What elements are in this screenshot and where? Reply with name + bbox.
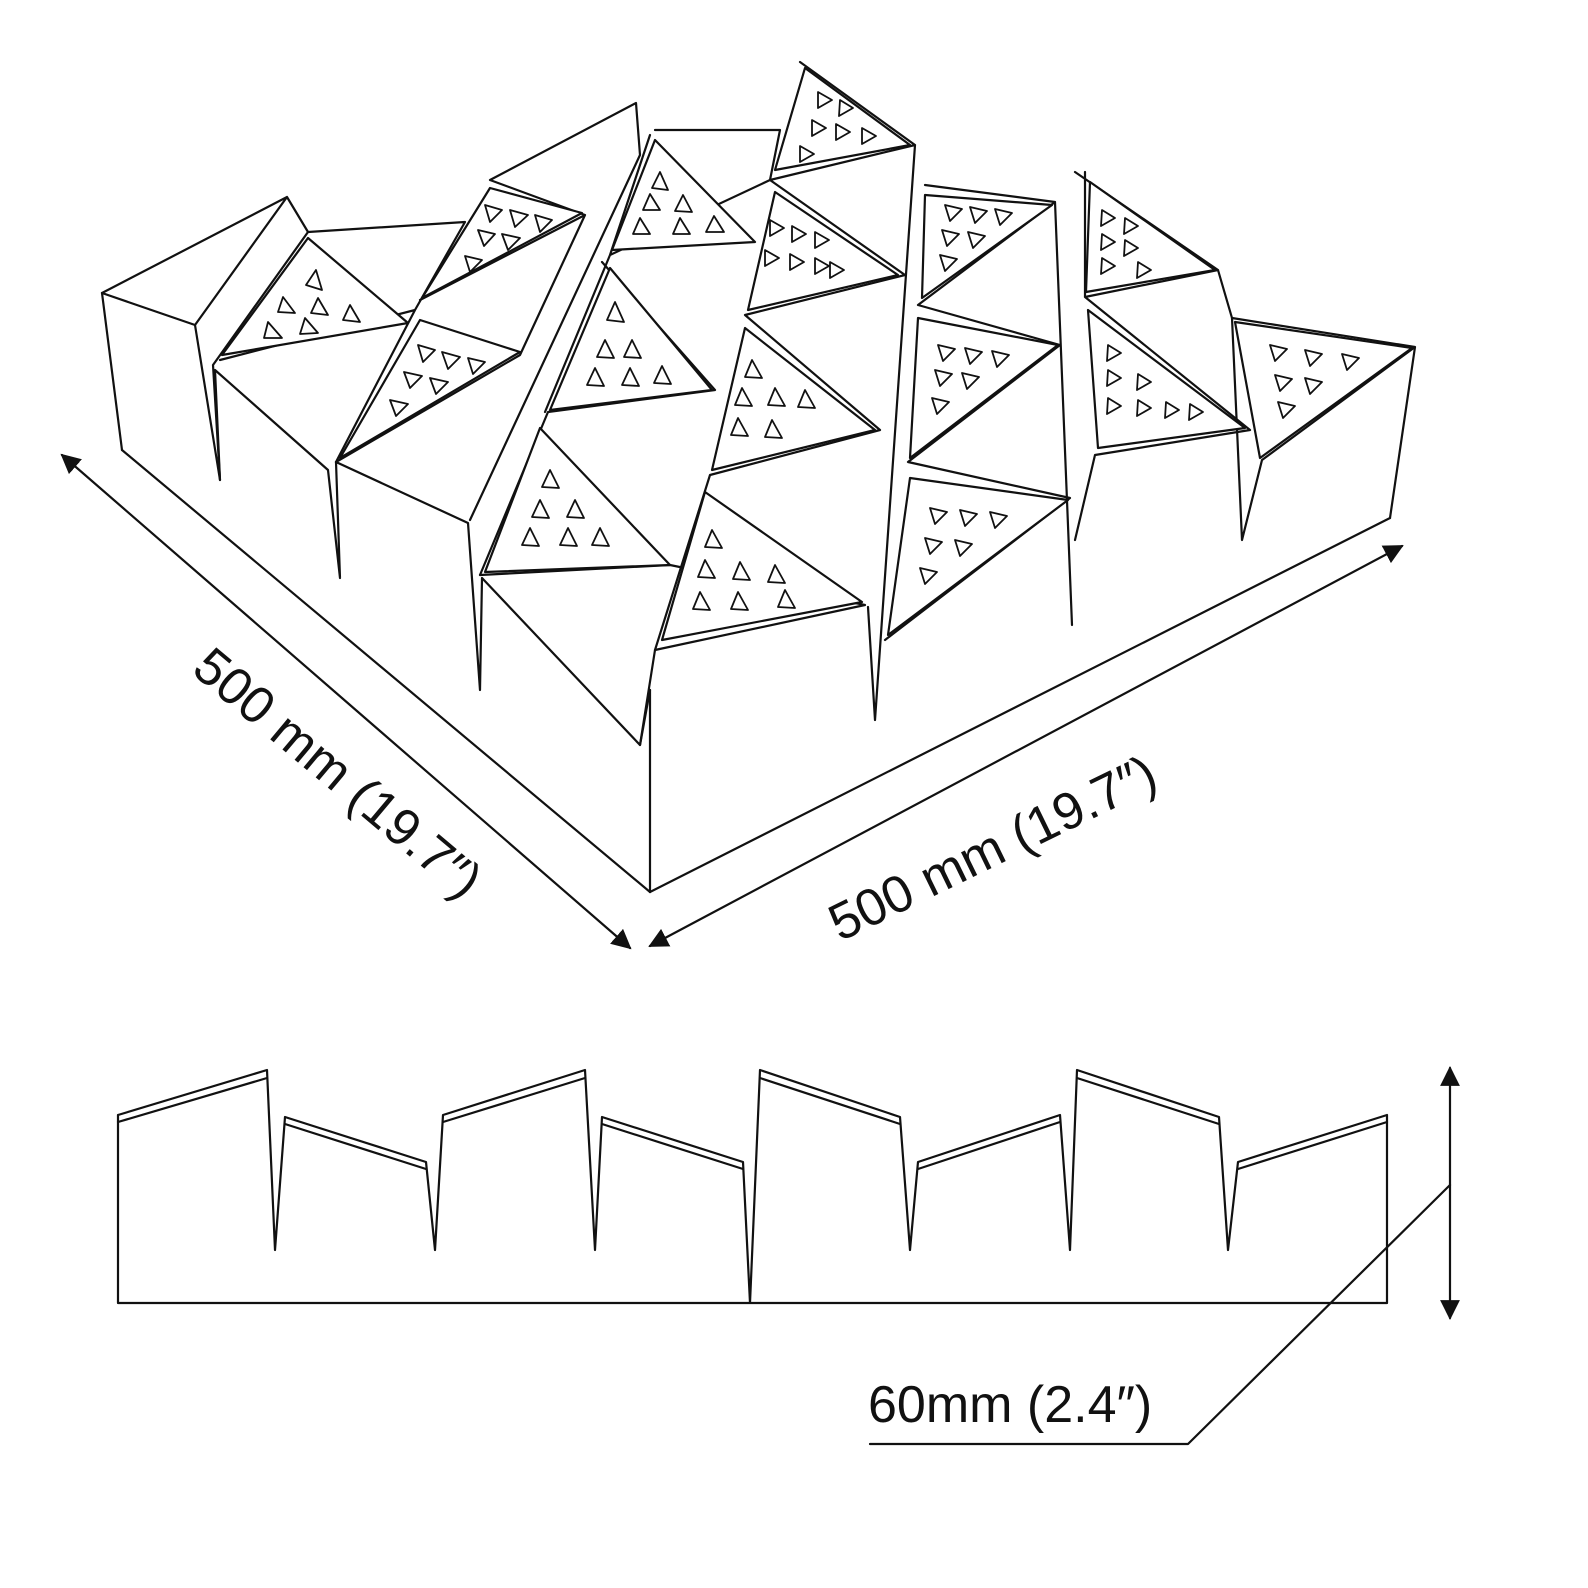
perforated-face-1	[220, 236, 410, 357]
left-dimension-arrow	[60, 453, 632, 950]
perforated-face-6	[548, 266, 714, 412]
right-side-wall	[1230, 316, 1417, 542]
perforated-face-4	[610, 138, 757, 252]
perforated-face-3	[338, 318, 522, 460]
perforated-face-14	[1084, 180, 1217, 294]
left-dimension-label: 500 mm (19.7″)	[182, 637, 492, 911]
right-dimension-arrow	[648, 544, 1404, 948]
perforated-face-9	[483, 426, 672, 574]
right-dimension-label: 500 mm (19.7″)	[820, 744, 1166, 952]
thickness-dimension-label: 60mm (2.4″)	[868, 1376, 1152, 1434]
perforated-face-15	[1086, 308, 1247, 450]
profile-outline	[116, 1068, 1389, 1305]
perforated-face-10	[660, 490, 864, 642]
perforated-face-8	[710, 326, 877, 472]
perforated-face-11	[920, 193, 1054, 300]
perforated-face-16	[1233, 320, 1414, 460]
perforated-face-5	[773, 66, 912, 172]
ridge-row-3	[334, 101, 642, 522]
profile-top-skin	[116, 1076, 1389, 1171]
perforated-face-7	[746, 190, 900, 312]
perforated-face-13	[886, 476, 1070, 637]
perforated-face-12	[908, 316, 1060, 460]
side-profile	[116, 1068, 1389, 1305]
perforated-face-2	[420, 186, 584, 300]
thickness-leader-line	[868, 1183, 1452, 1446]
ridge-row-1	[100, 195, 310, 482]
